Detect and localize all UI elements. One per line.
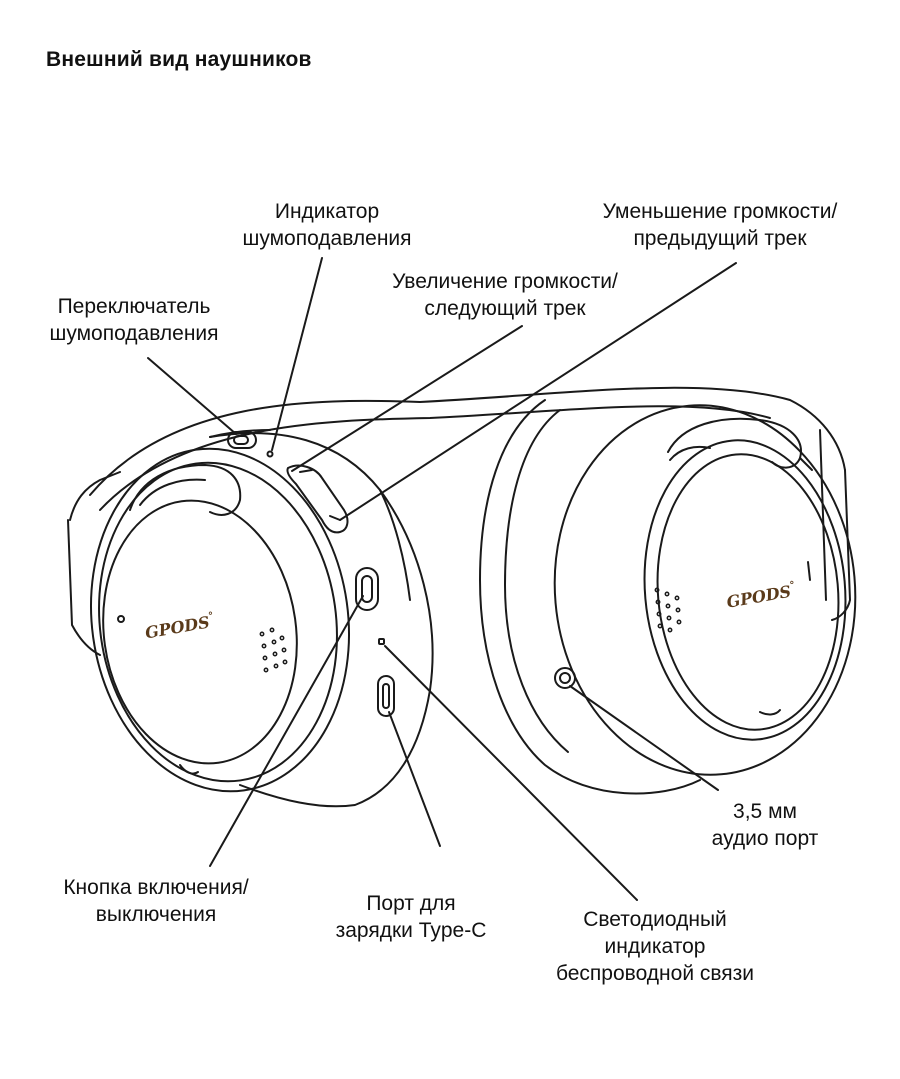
leader-audio-port [570,686,718,790]
label-line: Порт для [306,890,516,917]
label-line: следующий трек [360,295,650,322]
left-ear-cup [69,432,370,808]
leader-anc-switch [148,358,236,434]
label-line: шумоподавления [18,320,250,347]
label-audio-port: 3,5 мм аудио порт [680,798,850,852]
anc-indicator-shape [268,452,273,457]
label-line: 3,5 мм [680,798,850,825]
label-line: Кнопка включения/ [26,874,286,901]
leader-led [385,646,637,900]
label-power-button: Кнопка включения/ выключения [26,874,286,928]
led-shape [379,639,384,644]
right-logo: GPODS° [725,580,797,612]
label-line: беспроводной связи [520,960,790,987]
left-ear-cushion [210,430,433,806]
label-anc-indicator: Индикатор шумоподавления [212,198,442,252]
label-line: Уменьшение громкости/ [570,198,870,225]
label-line: индикатор [520,933,790,960]
label-line: Переключатель [18,293,250,320]
leader-anc-indicator [272,258,322,450]
label-line: выключения [26,901,286,928]
audio-port-shape [555,668,575,688]
label-line: Увеличение громкости/ [360,268,650,295]
label-line: аудио порт [680,825,850,852]
left-logo: GPODS° [143,611,215,643]
leader-power-button [210,596,363,866]
volume-buttons-shape [287,466,347,533]
usb-c-port-shape [378,676,394,716]
label-led-indicator: Светодиодный индикатор беспроводной связ… [520,906,790,987]
label-line: зарядки Type-C [306,917,516,944]
label-volume-up: Увеличение громкости/ следующий трек [360,268,650,322]
label-line: Светодиодный [520,906,790,933]
headband [68,388,850,655]
left-speaker-grille [260,628,286,671]
leader-usb-port [389,712,440,846]
label-usb-port: Порт для зарядки Type-C [306,890,516,944]
label-line: шумоподавления [212,225,442,252]
leader-lines [148,258,736,900]
label-line: Индикатор [212,198,442,225]
label-volume-down: Уменьшение громкости/ предыдущий трек [570,198,870,252]
label-anc-switch: Переключатель шумоподавления [18,293,250,347]
right-ear-cushion [480,400,700,794]
label-line: предыдущий трек [570,225,870,252]
